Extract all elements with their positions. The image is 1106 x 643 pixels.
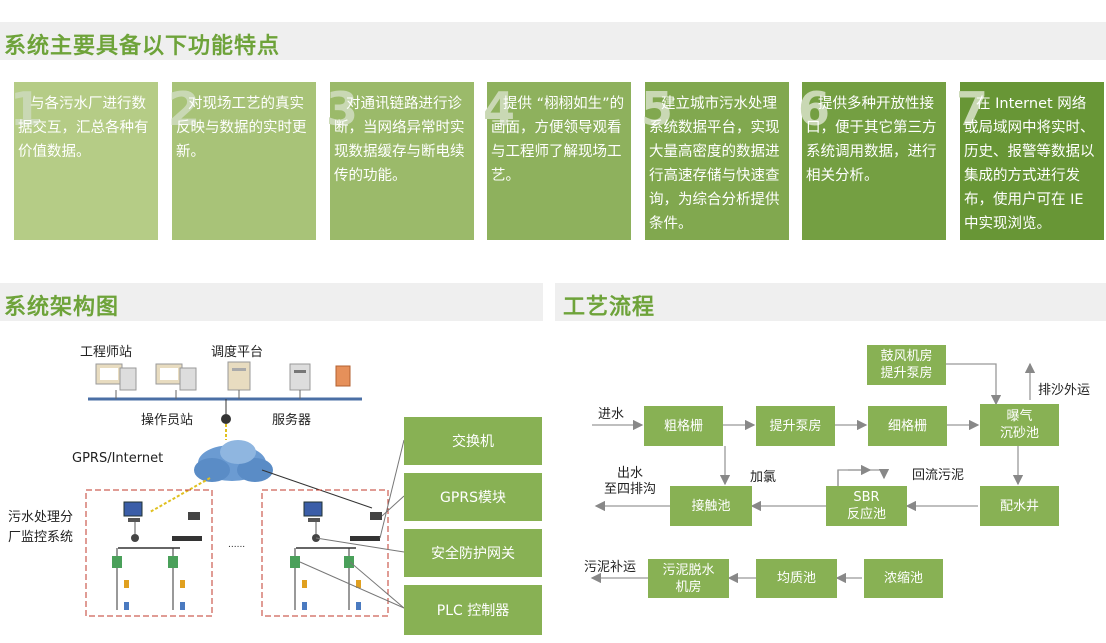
operator-station-label: 操作员站: [141, 413, 194, 428]
legend-plc-controller: PLC 控制器: [404, 585, 542, 635]
plant-b-plc-icon: [344, 556, 354, 568]
process-lift-pump: 提升泵房: [756, 406, 835, 446]
engineer-station-label: 工程师站: [80, 345, 133, 360]
plant-b-workstation-icon: [303, 501, 323, 522]
features-title: 系统主要具备以下功能特点: [4, 34, 281, 59]
process-contact-tank: 接触池: [670, 486, 752, 526]
process-fine-screen: 细格栅: [868, 406, 947, 446]
feature-number: 6: [798, 82, 831, 136]
dispatch-server-icon: [227, 361, 251, 399]
process-header: 工艺流程: [555, 283, 1106, 321]
engineer-workstation-icon: [95, 363, 137, 399]
feature-text: 对现场工艺的真实反映与数据的实时更新。: [176, 96, 307, 160]
return-sludge-label: 回流污泥: [912, 468, 965, 483]
process-aerated-grit: 曝气 沉砂池: [980, 404, 1059, 446]
process-sbr: SBR 反应池: [826, 486, 907, 526]
sand-out-label: 排沙外运: [1038, 383, 1091, 398]
feature-text: 提供多种开放性接口，便于其它第三方系统调用数据，进行相关分析。: [806, 96, 937, 184]
core-switch-icon: [221, 414, 231, 424]
process-homogenizer: 均质池: [756, 559, 837, 598]
feature-text: 在 Internet 网络或局域网中将实时、历史、报警等数据以集成的方式进行发布…: [964, 96, 1095, 232]
feature-number: 1: [10, 82, 43, 136]
plant-a-plc-icon: [112, 556, 122, 568]
plant-b-switch-icon: [350, 536, 380, 541]
feature-number: 7: [956, 82, 989, 136]
network-label: GPRS/Internet: [72, 451, 164, 466]
outflow-label: 出水 至四排沟: [604, 466, 657, 497]
process-distribution-well: 配水井: [980, 486, 1059, 526]
plant-a-switch-icon: [172, 536, 202, 541]
features-header: 系统主要具备以下功能特点: [0, 22, 1106, 60]
plant-a-hub-icon: [131, 534, 139, 542]
plant-a-plc-icon: [168, 556, 178, 568]
legend-security-gateway: 安全防护网关: [404, 529, 542, 577]
plant-a-workstation-icon: [123, 501, 143, 522]
architecture-title: 系统架构图: [4, 295, 120, 320]
process-blower-room: 鼓风机房 提升泵房: [867, 345, 946, 385]
feature-text: 提供 “栩栩如生”的画面，方便领导观看与工程师了解现场工艺。: [491, 96, 625, 184]
plant-a-gprs-icon: [188, 512, 200, 520]
operator-workstation-icon: [155, 363, 197, 399]
chlorine-label: 加氯: [750, 470, 777, 485]
feature-number: 5: [641, 82, 674, 136]
feature-text: 建立城市污水处理系统数据平台，实现大量高密度的数据进行高速存储与快速查询，为综合…: [649, 96, 780, 232]
process-dewatering: 污泥脱水 机房: [648, 559, 729, 598]
sludge-out-label: 污泥补运: [584, 560, 637, 575]
feature-number: 4: [483, 82, 516, 136]
inflow-label: 进水: [598, 407, 625, 422]
process-thickener: 浓缩池: [864, 559, 943, 598]
architecture-header: 系统架构图: [0, 283, 543, 321]
database-server-icon: [289, 363, 311, 399]
feature-number: 2: [168, 82, 201, 136]
legend-switch: 交换机: [404, 417, 542, 465]
ellipsis-label: ......: [228, 540, 246, 550]
dispatch-platform-label: 调度平台: [211, 345, 264, 360]
feature-text: 与各污水厂进行数据交互，汇总各种有价值数据。: [18, 96, 149, 160]
feature-number: 3: [326, 82, 359, 136]
server-label: 服务器: [272, 413, 312, 428]
plant-monitor-label: 污水处理分厂监控系统: [8, 510, 74, 545]
internet-cloud-icon: [194, 440, 273, 482]
feature-text: 对通讯链路进行诊断，当网络异常时实现数据缓存与断电续传的功能。: [334, 96, 465, 184]
plant-b-gprs-icon: [370, 512, 382, 520]
process-title: 工艺流程: [563, 295, 656, 320]
legend-gprs-module: GPRS模块: [404, 473, 542, 521]
process-coarse-screen: 粗格栅: [644, 406, 723, 446]
plant-b-plc-icon: [290, 556, 300, 568]
firewall-icon: [335, 365, 351, 387]
